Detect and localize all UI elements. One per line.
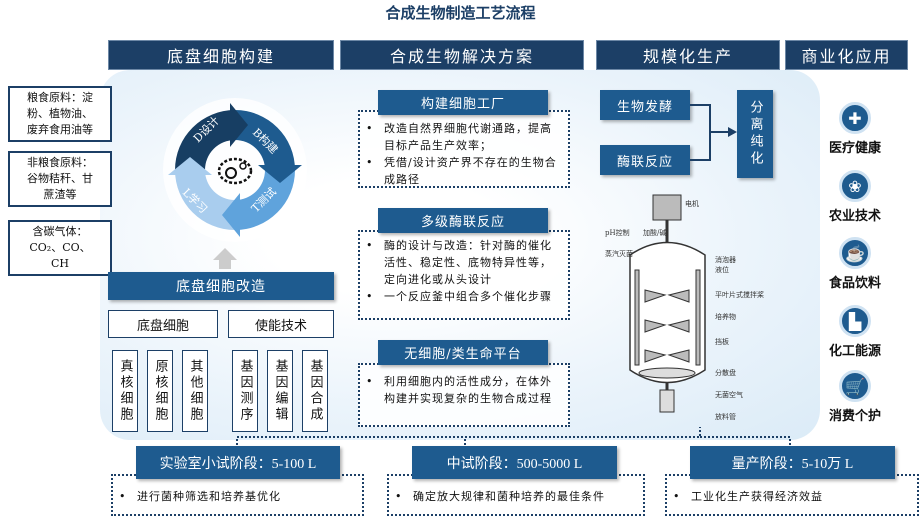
fermentation-box: 生物发酵 (600, 90, 690, 120)
chassis-modification-title: 底盘细胞改造 (108, 272, 334, 300)
stage-mass-box: 工业化生产获得经济效益 (665, 474, 919, 516)
solution-title: 无细胞/类生命平台 (378, 340, 548, 365)
reactor-label: 无菌空气 (715, 390, 743, 399)
stage-desc: 进行菌种筛选和培养基优化 (113, 488, 362, 505)
reactor-label: 消泡器 (715, 255, 736, 264)
solution-title: 多级酶联反应 (378, 208, 548, 233)
stage-lab-title: 实验室小试阶段：5-100 L (136, 446, 340, 479)
food-icon: ☕ (839, 237, 871, 269)
reactor-label: 电机 (685, 199, 699, 208)
source-text: CH (50, 257, 69, 270)
enabling-tech-group: 使能技术 (228, 310, 334, 338)
purification-box: 分离纯化 (737, 90, 773, 178)
reactor-label: 挡板 (715, 337, 729, 346)
source-text: 含碳气体： (32, 225, 88, 238)
source-nongrain: 非粮食原料： 谷物秸秆、甘蔗渣等 (8, 151, 112, 207)
stage-desc: 工业化生产获得经济效益 (667, 488, 917, 505)
reactor-label: pH控制 (605, 228, 630, 237)
solution-item: 酶的设计与改造：针对酶的催化活性、稳定性、底物特异性等，定向进化或从头设计 (360, 237, 562, 288)
application-label: 消费个护 (828, 409, 881, 424)
page-title: 合成生物制造工艺流程 (385, 4, 536, 22)
solution-item: 改造自然界细胞代谢通路，提高目标产品生产效率； (360, 120, 562, 154)
microbe-gear-icon (217, 157, 253, 185)
chassis-cells-group: 底盘细胞 (108, 310, 218, 338)
solution-title: 构建细胞工厂 (378, 90, 548, 115)
up-arrow-stem (219, 259, 231, 269)
header-production: 规模化生产 (596, 40, 780, 70)
source-gas: 含碳气体： CO₂、CO、 CH (8, 220, 112, 276)
application-label: 化工能源 (828, 344, 881, 359)
bioreactor-diagram: 电机 pH控制 加酸/碱 蒸汽灭菌 消泡器 液位 平叶片式搅拌桨 培养物 挡板 … (605, 194, 764, 421)
plant-icon: ❀ (839, 170, 871, 202)
source-text: 蔗渣等 (43, 188, 77, 201)
header-chassis-construction: 底盘细胞构建 (108, 40, 334, 70)
tech-editing: 基因编辑 (267, 350, 293, 432)
source-text: 非粮食原料： (27, 156, 93, 169)
cycle-t-segment (235, 170, 295, 230)
cart-icon: 🛒 (839, 370, 871, 402)
cycle-l-segment (175, 170, 235, 230)
cell-eukaryotic: 真核细胞 (112, 350, 138, 432)
solution-cell-factory: 改造自然界细胞代谢通路，提高目标产品生产效率；凭借/设计资产界不存在的生物合成路… (358, 110, 570, 188)
tech-synthesis: 基因合成 (302, 350, 328, 432)
cycle-b-segment (235, 110, 295, 170)
stage-pilot-title: 中试阶段：500-5000 L (412, 446, 617, 479)
enzyme-reaction-box: 酶联反应 (600, 145, 690, 175)
cycle-d-segment (175, 110, 235, 170)
application-label: 医疗健康 (828, 141, 881, 156)
stage-connector (236, 427, 791, 445)
solution-enzyme-cascade: 酶的设计与改造：针对酶的催化活性、稳定性、底物特异性等，定向进化或从头设计一个反… (358, 230, 570, 320)
reactor-label: 平叶片式搅拌桨 (715, 290, 764, 299)
merge-arrow (690, 104, 737, 161)
source-text: 废弃食用油等 (27, 123, 93, 136)
solution-cell-free: 利用细胞内的活性成分，在体外构建并实现复杂的生物合成过程 (358, 363, 570, 427)
stage-mass-title: 量产阶段：5-10万 L (690, 446, 895, 479)
source-text: 粮食原料：淀 (27, 91, 93, 104)
header-solutions: 合成生物解决方案 (340, 40, 584, 70)
application-label: 农业技术 (828, 209, 881, 224)
tech-sequencing: 基因测序 (232, 350, 258, 432)
reactor-label: 分散盘 (715, 368, 736, 377)
cell-prokaryotic: 原核细胞 (147, 350, 173, 432)
solution-item: 凭借/设计资产界不存在的生物合成路径 (360, 154, 562, 188)
stage-lab-box: 进行菌种筛选和培养基优化 (111, 474, 364, 516)
reactor-label: 蒸汽灭菌 (605, 249, 633, 258)
medical-heart-icon: ✚ (839, 102, 871, 134)
solution-item: 利用细胞内的活性成分，在体外构建并实现复杂的生物合成过程 (360, 373, 562, 407)
solution-item: 一个反应釜中组合多个催化步骤 (360, 288, 562, 305)
source-text: 粉、植物油、 (27, 107, 93, 120)
dbtl-cycle: D设计 B构建 T测试 L学习 (163, 98, 307, 242)
reactor-label: 加酸/碱 (643, 228, 666, 237)
stage-pilot-box: 确定放大规律和菌种培养的最佳条件 (387, 474, 645, 516)
up-arrow-icon (213, 248, 237, 260)
cell-other: 其他细胞 (182, 350, 208, 432)
factory-icon: ▙ (839, 305, 871, 337)
application-label: 食品饮料 (828, 276, 881, 291)
reactor-label: 放料管 (715, 412, 736, 421)
source-text: CO₂、CO、 (29, 241, 91, 254)
source-text: 谷物秸秆、甘 (27, 172, 93, 185)
source-grain: 粮食原料：淀粉、植物油、废弃食用油等 (8, 86, 112, 142)
reactor-label: 培养物 (715, 312, 736, 321)
header-applications: 商业化应用 (785, 40, 908, 70)
stage-desc: 确定放大规律和菌种培养的最佳条件 (389, 488, 643, 505)
reactor-label: 液位 (715, 265, 729, 274)
